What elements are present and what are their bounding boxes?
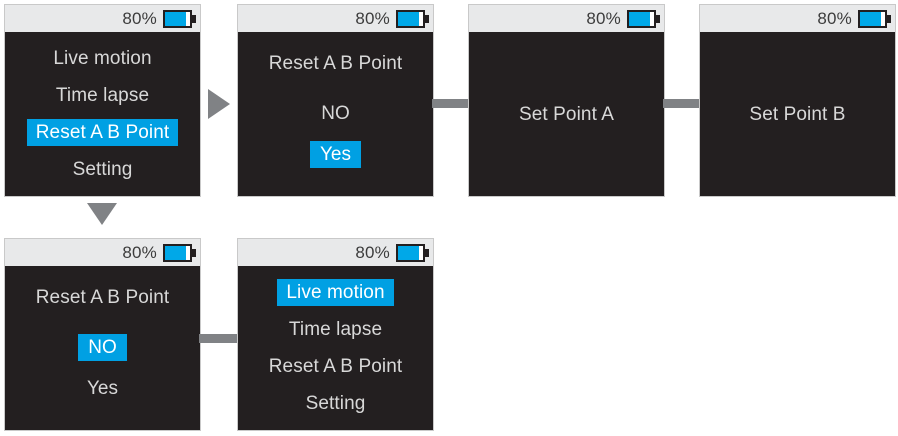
connector-confirm-to-set-point-a: [432, 99, 470, 108]
screen-reset-confirm-no[interactable]: 80% Reset A B Point NO Yes: [4, 238, 201, 431]
connector-set-point-a-to-set-point-b: [663, 99, 701, 108]
menu-list: Live motion Time lapse Reset A B Point S…: [5, 40, 200, 188]
set-point-b-label: Set Point B: [749, 103, 846, 125]
status-bar: 80%: [238, 5, 433, 32]
menu-item-reset-ab-point[interactable]: Reset A B Point: [26, 119, 179, 146]
screen-display: Reset A B Point NO Yes: [5, 266, 200, 430]
dialog-title: Reset A B Point: [35, 286, 170, 308]
dialog-option-no[interactable]: NO: [321, 102, 350, 124]
battery-percent-label: 80%: [122, 243, 157, 262]
battery-icon: [396, 243, 429, 262]
battery-percent-label: 80%: [122, 9, 157, 28]
screen-reset-confirm-yes[interactable]: 80% Reset A B Point NO Yes: [237, 4, 434, 197]
dialog-option-no[interactable]: NO: [78, 333, 127, 361]
status-bar: 80%: [238, 239, 433, 266]
screen-set-point-a[interactable]: 80% Set Point A: [468, 4, 665, 197]
arrow-right-icon-menu-to-confirm: [208, 89, 230, 119]
menu-item-live-motion[interactable]: Live motion: [277, 279, 394, 306]
menu-item-time-lapse[interactable]: Time lapse: [55, 85, 150, 106]
menu-item-setting[interactable]: Setting: [72, 159, 133, 180]
battery-percent-label: 80%: [817, 9, 852, 28]
menu-item-time-lapse[interactable]: Time lapse: [288, 319, 383, 340]
status-bar: 80%: [5, 239, 200, 266]
battery-icon: [858, 9, 891, 28]
screen-main-menu-reset-selected[interactable]: 80% Live motion Time lapse Reset A B Poi…: [4, 4, 201, 197]
battery-percent-label: 80%: [355, 243, 390, 262]
arrow-down-icon-menu-to-confirm-no: [87, 203, 117, 225]
connector-confirm-no-to-main-menu: [199, 334, 239, 343]
status-bar: 80%: [469, 5, 664, 32]
battery-icon: [163, 243, 196, 262]
battery-percent-label: 80%: [586, 9, 621, 28]
battery-percent-label: 80%: [355, 9, 390, 28]
menu-item-setting[interactable]: Setting: [305, 393, 366, 414]
screen-set-point-b[interactable]: 80% Set Point B: [699, 4, 896, 197]
dialog-title: Reset A B Point: [268, 52, 403, 74]
battery-icon: [163, 9, 196, 28]
menu-list: Live motion Time lapse Reset A B Point S…: [238, 274, 433, 422]
screen-display: Set Point A: [469, 32, 664, 196]
status-bar: 80%: [5, 5, 200, 32]
screen-display: Set Point B: [700, 32, 895, 196]
dialog-option-yes[interactable]: Yes: [310, 140, 361, 168]
screen-main-menu-live-selected[interactable]: 80% Live motion Time lapse Reset A B Poi…: [237, 238, 434, 431]
dialog-option-yes[interactable]: Yes: [87, 377, 118, 399]
screen-display: Live motion Time lapse Reset A B Point S…: [238, 266, 433, 430]
status-bar: 80%: [700, 5, 895, 32]
battery-icon: [627, 9, 660, 28]
menu-item-live-motion[interactable]: Live motion: [53, 48, 152, 69]
screen-display: Live motion Time lapse Reset A B Point S…: [5, 32, 200, 196]
set-point-a-label: Set Point A: [518, 103, 615, 125]
battery-icon: [396, 9, 429, 28]
screen-display: Reset A B Point NO Yes: [238, 32, 433, 196]
menu-item-reset-ab-point[interactable]: Reset A B Point: [268, 356, 403, 377]
